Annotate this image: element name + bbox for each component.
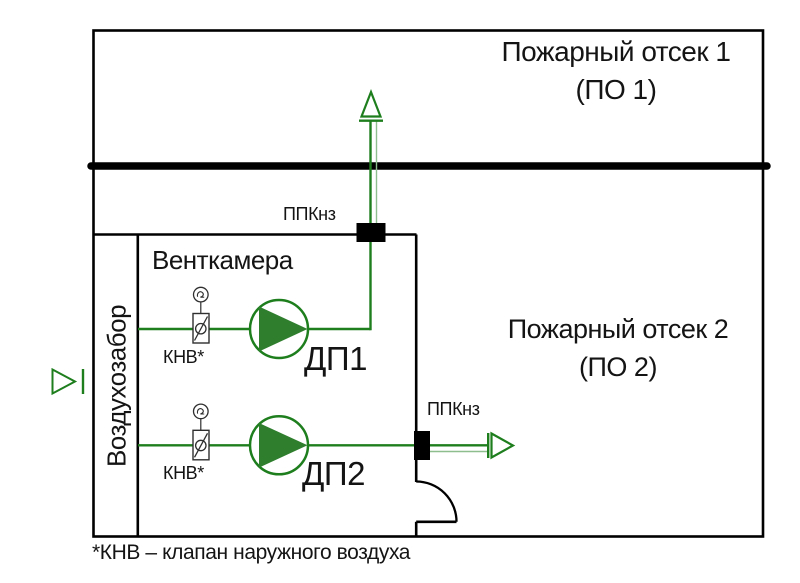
actuator-glyph: [196, 408, 205, 415]
electric-actuator-icon: [192, 286, 209, 303]
compartment2-title: Пожарный отсек 2: [507, 314, 729, 344]
fan2-label: ДП2: [302, 455, 365, 492]
fire-damper-right-label: ППКнз: [427, 399, 480, 419]
valve-axis: [194, 322, 207, 335]
actuator-glyph: [196, 291, 205, 298]
arrow-triangle: [51, 367, 78, 396]
valve2-label: КНВ*: [163, 463, 204, 483]
fan-2-icon: [248, 415, 310, 476]
compartment2-title-block: Пожарный отсек 2 (ПО 2): [448, 310, 788, 386]
outside-air-valve-1-icon: [192, 286, 210, 344]
airflow-arrow-right-icon: [487, 431, 516, 460]
arrow-triangle: [359, 88, 383, 118]
outside-air-valve-2-icon: [192, 403, 210, 461]
compartment1-title: Пожарный отсек 1: [501, 36, 731, 67]
fan1-label: ДП1: [304, 340, 367, 377]
compartment1-subtitle: (ПО 1): [575, 74, 657, 105]
fan-impeller-triangle: [259, 306, 308, 352]
vent-chamber-label: Венткамера: [152, 245, 293, 275]
fan-impeller-triangle: [259, 423, 308, 468]
arrow-triangle: [490, 431, 516, 460]
fire-damper-right-icon: [414, 431, 430, 460]
fire-damper-top-icon: [356, 223, 386, 242]
valve-blade: [193, 316, 209, 341]
fire-damper-top-label: ППКнз: [283, 204, 336, 224]
air-intake-arrow-icon: [51, 367, 85, 396]
airflow-arrow-up-icon: [359, 88, 383, 122]
footnote-text: *КНВ – клапан наружного воздуха: [92, 541, 411, 564]
building-outer-wall: [92, 29, 765, 538]
compartment1-title-block: Пожарный отсек 1 (ПО 1): [446, 33, 786, 109]
air-intake-label: Воздухозабор: [101, 304, 132, 468]
valve1-label: КНВ*: [163, 347, 204, 367]
fan-1-icon: [248, 298, 310, 360]
door-swing-arc: [416, 480, 458, 522]
compartment2-subtitle: (ПО 2): [579, 352, 657, 382]
valve-blade: [193, 432, 209, 458]
electric-actuator-icon: [192, 403, 209, 420]
valve-axis: [194, 439, 207, 452]
